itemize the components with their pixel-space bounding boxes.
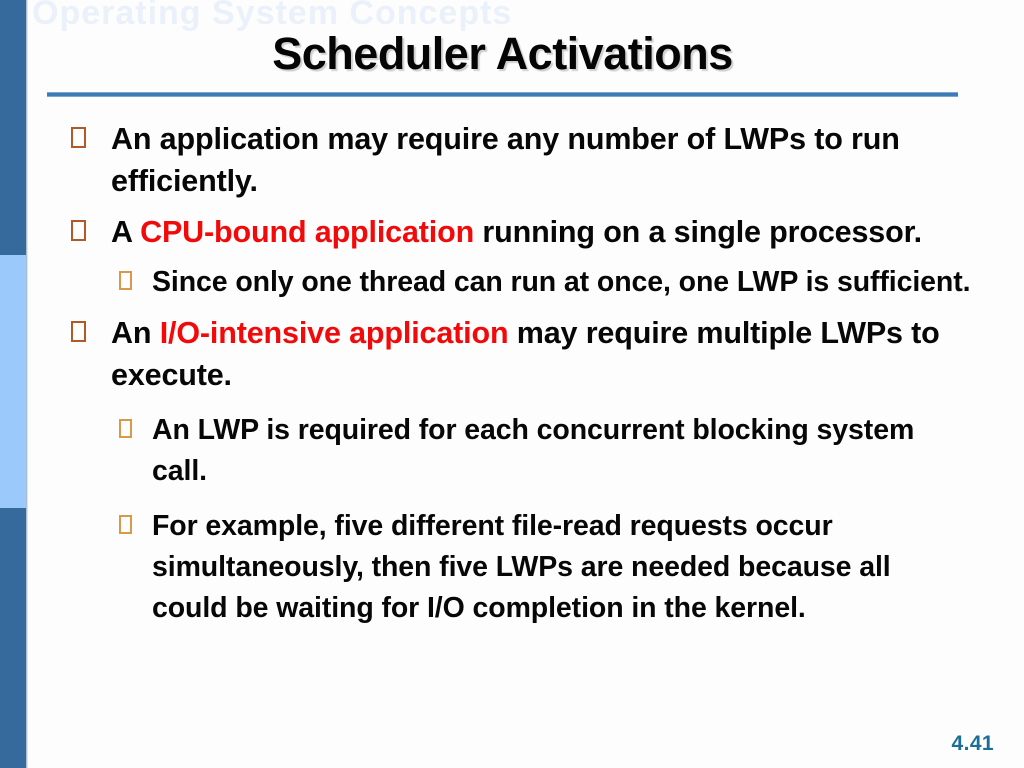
bullet-item-level1: An I/O-intensive application may require… [62,312,972,396]
bullet-item-level2: For example, five different file-read re… [117,506,972,629]
sidebar-rail-top [0,0,26,255]
hollow-square-bullet [119,419,132,438]
highlighted-term: CPU-bound application [140,215,475,249]
bullet-item-level1: An application may require any number of… [62,118,972,202]
title-underline-rule [47,92,958,97]
bullet-text-segment: running on a single processor. [474,215,922,249]
bullet-item-level2: An LWP is required for each concurrent b… [117,410,972,492]
hollow-square-bullet [119,515,132,534]
hollow-square-bullet [71,321,86,342]
bullet-text: A CPU-bound application running on a sin… [111,211,972,253]
bullet-item-level1: A CPU-bound application running on a sin… [62,211,972,253]
bullet-list: An application may require any number of… [62,118,972,638]
sidebar-rail-edge [26,0,28,768]
bullet-text: An LWP is required for each concurrent b… [152,410,972,492]
bullet-text-segment: An application may require any number of… [111,122,900,198]
slide-title: Scheduler Activations [272,28,733,79]
hollow-square-bullet [71,127,86,148]
header-watermark: Operating System Concepts [32,0,513,32]
bullet-text: An I/O-intensive application may require… [111,312,972,396]
bullet-text-segment: Since only one thread can run at once, o… [152,266,971,298]
highlighted-term: I/O-intensive application [159,316,509,350]
bullet-item-level2: Since only one thread can run at once, o… [117,262,972,303]
hollow-square-bullet [71,220,86,241]
bullet-text-segment: For example, five different file-read re… [152,510,891,624]
bullet-text-segment: An [111,316,160,350]
bullet-text-segment: An LWP is required for each concurrent b… [152,414,915,487]
bullet-text: For example, five different file-read re… [152,506,972,629]
bullet-text-segment: may require multiple LWPs to execute. [111,316,940,392]
bullet-text-segment: A [111,215,141,249]
sidebar-rail-middle [0,255,26,508]
bullet-text: Since only one thread can run at once, o… [152,262,972,303]
bullet-text: An application may require any number of… [111,118,972,202]
hollow-square-bullet [119,271,132,290]
sidebar-rail-bottom [0,508,26,768]
page-number: 4.41 [951,732,994,755]
